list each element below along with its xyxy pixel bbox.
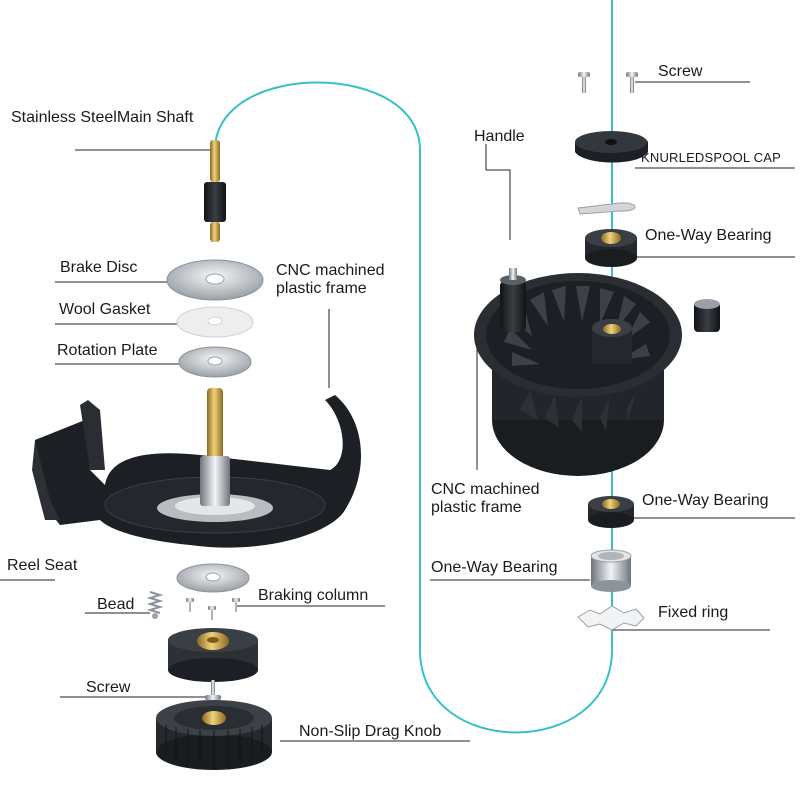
- label-reel-seat: Reel Seat: [7, 557, 78, 574]
- rotation-plate: [178, 346, 252, 378]
- bearing-top-part: [585, 229, 637, 267]
- wool-gasket: [176, 306, 254, 338]
- main-shaft: [204, 140, 226, 242]
- leader-lines: [0, 81, 795, 742]
- screw-left-part: [205, 680, 221, 700]
- label-bead: Bead: [97, 596, 135, 613]
- label-screw-right: Screw: [658, 63, 703, 80]
- braking-columns: [186, 598, 240, 620]
- label-bearing-mid: One-Way Bearing: [642, 492, 769, 509]
- lower-shaft: [200, 388, 230, 506]
- label-fixed-ring: Fixed ring: [658, 604, 729, 621]
- left-frame: [32, 395, 362, 548]
- bead-spring: [146, 591, 164, 619]
- fly-line: [214, 0, 613, 734]
- label-handle: Handle: [474, 128, 525, 145]
- bearing-low-part: [590, 549, 632, 592]
- spool-screws: [578, 72, 638, 93]
- spool-cap: [575, 131, 648, 163]
- brake-disc: [166, 259, 264, 301]
- label-screw-left: Screw: [86, 679, 131, 696]
- label-drag-knob: Non-Slip Drag Knob: [299, 723, 442, 740]
- label-cnc-frame-left: CNC machined plastic frame: [276, 262, 385, 297]
- spool-clip: [577, 202, 636, 215]
- label-main-shaft: Stainless SteelMain Shaft: [11, 109, 194, 126]
- label-braking-column: Braking column: [258, 587, 369, 604]
- label-bearing-low: One-Way Bearing: [431, 559, 558, 576]
- lower-disc: [176, 563, 250, 593]
- drag-knob: [156, 700, 272, 770]
- bearing-mid-part: [588, 496, 634, 528]
- label-rotation-plate: Rotation Plate: [57, 342, 158, 359]
- fixed-ring-part: [577, 605, 645, 631]
- label-brake-disc: Brake Disc: [60, 259, 138, 276]
- label-wool-gasket: Wool Gasket: [59, 301, 151, 318]
- drag-knob-upper: [168, 628, 258, 682]
- label-bearing-top: One-Way Bearing: [645, 227, 772, 244]
- label-spool-cap: KNURLEDSPOOL CAP: [641, 150, 781, 165]
- spool-body: [474, 268, 720, 476]
- label-cnc-frame-right: CNC machined plastic frame: [431, 481, 540, 516]
